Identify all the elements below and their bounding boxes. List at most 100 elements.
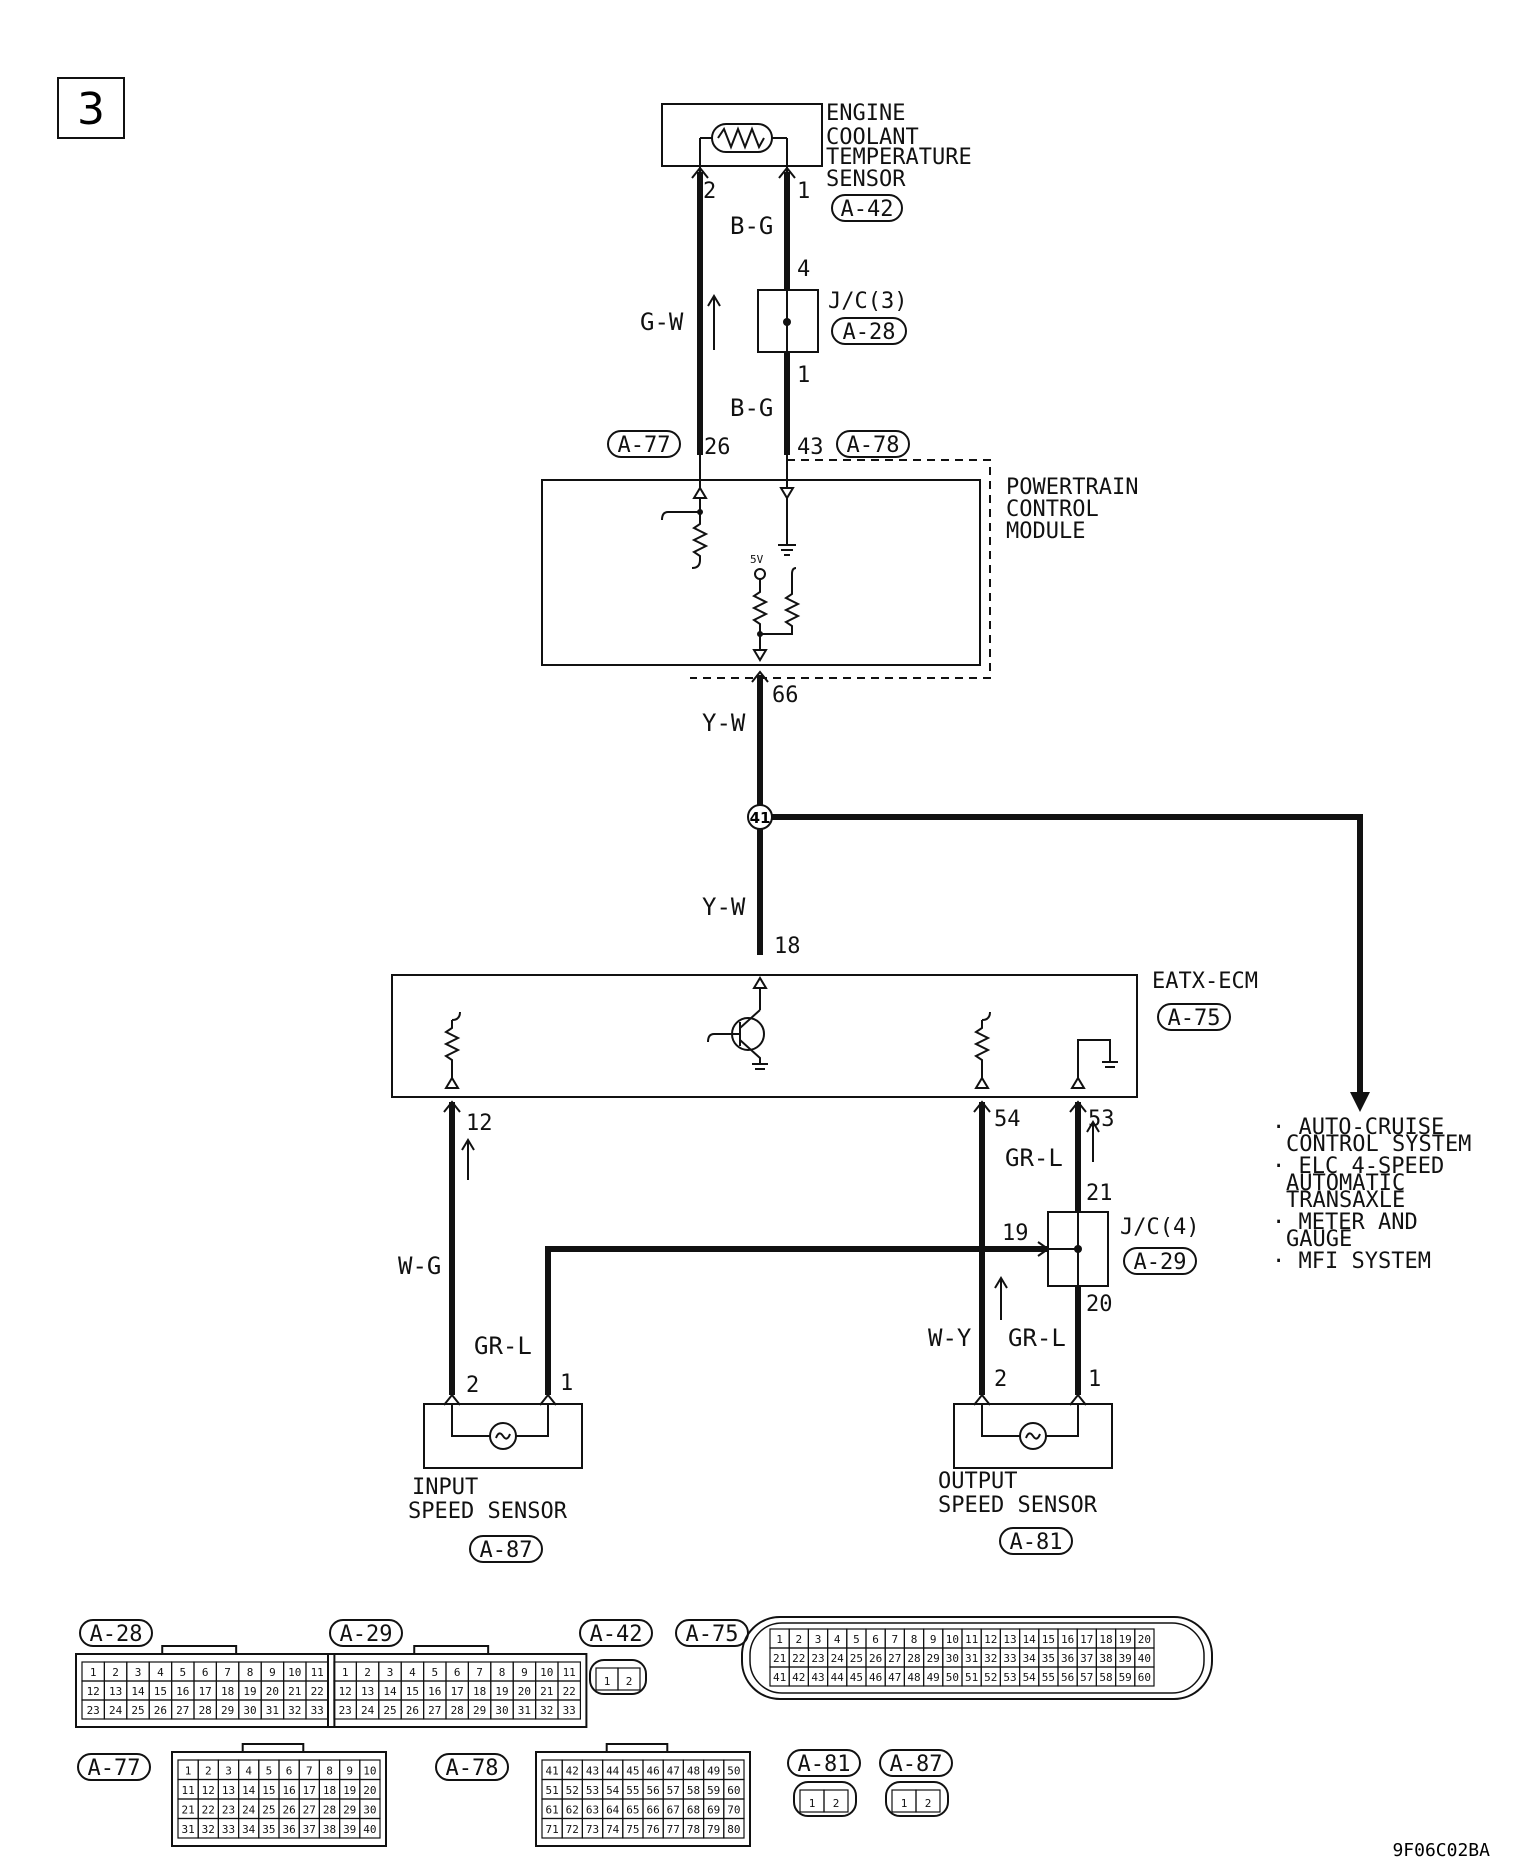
connector-pin: 9: [922, 1628, 944, 1649]
connector-pin: 2: [355, 1661, 380, 1682]
connector-pin: 68: [682, 1798, 705, 1820]
connector-pin: 14: [126, 1680, 150, 1701]
connector-pin: 17: [1076, 1628, 1097, 1649]
connector-view-label: A-75: [686, 1622, 739, 1647]
eatx-pin-53: 53: [1088, 1107, 1115, 1132]
svg-text:46: 46: [646, 1765, 659, 1778]
svg-text:19: 19: [1119, 1633, 1132, 1646]
connector-pin: 69: [702, 1798, 725, 1820]
connector-pin: 33: [305, 1699, 329, 1720]
connector-pin: 46: [642, 1759, 664, 1781]
connector-pin: 39: [1114, 1647, 1136, 1668]
svg-text:63: 63: [586, 1804, 599, 1817]
connector-pin: 1: [177, 1759, 199, 1781]
svg-text:22: 22: [563, 1685, 576, 1698]
dest-2-line-3: TRANSAXLE: [1286, 1188, 1405, 1213]
oss-connector: A-81: [1010, 1530, 1063, 1555]
svg-text:33: 33: [1003, 1652, 1016, 1665]
connector-pin: 36: [278, 1817, 300, 1839]
svg-text:50: 50: [727, 1765, 740, 1778]
svg-text:2: 2: [925, 1797, 932, 1810]
pcm-label-line-1: POWERTRAIN: [1006, 475, 1138, 500]
connector-pin: 58: [1095, 1666, 1117, 1687]
svg-text:2: 2: [626, 1675, 633, 1688]
svg-text:11: 11: [563, 1666, 576, 1679]
svg-text:24: 24: [831, 1652, 845, 1665]
svg-text:7: 7: [891, 1633, 898, 1646]
svg-text:47: 47: [667, 1765, 680, 1778]
connector-pin: 70: [723, 1798, 745, 1820]
svg-text:56: 56: [646, 1784, 659, 1797]
svg-text:6: 6: [872, 1633, 879, 1646]
connector-pin: 2: [788, 1628, 810, 1649]
connector-pin: 14: [238, 1778, 260, 1800]
svg-text:34: 34: [1023, 1652, 1037, 1665]
connector-pin: 72: [561, 1817, 584, 1839]
connector-pin: 62: [561, 1798, 584, 1820]
ref-voltage: 5V: [750, 553, 764, 566]
svg-text:58: 58: [1099, 1671, 1112, 1684]
svg-text:1: 1: [90, 1666, 97, 1679]
connector-pin: 12: [980, 1628, 1002, 1649]
connector-pin: 50: [942, 1666, 963, 1687]
jc3-connector: A-28: [843, 320, 896, 345]
svg-text:40: 40: [363, 1823, 376, 1836]
svg-text:80: 80: [727, 1823, 740, 1836]
oss-label-line-2: SPEED SENSOR: [938, 1493, 1098, 1518]
connector-pin: 30: [359, 1798, 381, 1820]
connector-pin: 26: [865, 1647, 886, 1668]
connector-pin: 53: [999, 1666, 1021, 1687]
svg-text:19: 19: [343, 1784, 356, 1797]
connector-pin: 1: [891, 1789, 917, 1813]
connector-view-label: A-42: [590, 1622, 643, 1647]
connector-pin: 25: [846, 1647, 867, 1668]
svg-text:55: 55: [626, 1784, 639, 1797]
connector-pin: 47: [884, 1666, 906, 1687]
svg-text:31: 31: [181, 1823, 194, 1836]
svg-text:32: 32: [288, 1704, 301, 1717]
pcm-label-line-2: CONTROL: [1006, 497, 1099, 522]
connector-pin: 53: [581, 1778, 604, 1800]
connector-pin: 52: [561, 1778, 584, 1800]
svg-text:1: 1: [901, 1797, 908, 1810]
connector-pin: 31: [177, 1817, 199, 1839]
eatx-ecm: EATX-ECM A-75: [391, 969, 1258, 1098]
svg-text:6: 6: [454, 1666, 461, 1679]
connector-pin: 18: [467, 1680, 492, 1701]
svg-text:38: 38: [1099, 1652, 1112, 1665]
connector-pin: 52: [980, 1666, 1002, 1687]
svg-text:36: 36: [282, 1823, 295, 1836]
connector-pin: 38: [318, 1817, 341, 1839]
svg-text:29: 29: [343, 1804, 356, 1817]
connector-pin: 3: [126, 1661, 150, 1682]
svg-text:23: 23: [222, 1804, 235, 1817]
svg-text:25: 25: [850, 1652, 863, 1665]
connector-pin: 7: [215, 1661, 240, 1682]
jc4-label: J/C(4): [1120, 1215, 1199, 1240]
connector-pin: 32: [980, 1647, 1002, 1668]
connector-pin: 16: [423, 1680, 447, 1701]
connector-pin: 5: [171, 1661, 195, 1682]
connector-pin: 27: [884, 1647, 906, 1668]
pcm-pin-43: 43: [797, 435, 824, 460]
wire-label-bg-lower: B-G: [730, 394, 773, 422]
svg-text:71: 71: [545, 1823, 558, 1836]
connector-pin: 24: [103, 1699, 128, 1720]
connector-pin: 43: [807, 1666, 829, 1687]
connector-pin: 28: [318, 1798, 341, 1820]
eatx-pin-12: 12: [466, 1111, 493, 1136]
connector-pin: 58: [682, 1778, 705, 1800]
connector-pin: 12: [81, 1680, 105, 1701]
connector-pin: 1: [769, 1628, 790, 1649]
connector-pin: 36: [1057, 1647, 1078, 1668]
svg-text:24: 24: [242, 1804, 256, 1817]
svg-text:26: 26: [154, 1704, 167, 1717]
svg-text:1: 1: [342, 1666, 349, 1679]
connector-pin: 8: [318, 1759, 341, 1781]
connector-pin: 22: [788, 1647, 810, 1668]
eatx-label: EATX-ECM: [1152, 969, 1258, 994]
svg-text:4: 4: [245, 1765, 252, 1778]
wire-label-yw-upper: Y-W: [702, 709, 746, 737]
